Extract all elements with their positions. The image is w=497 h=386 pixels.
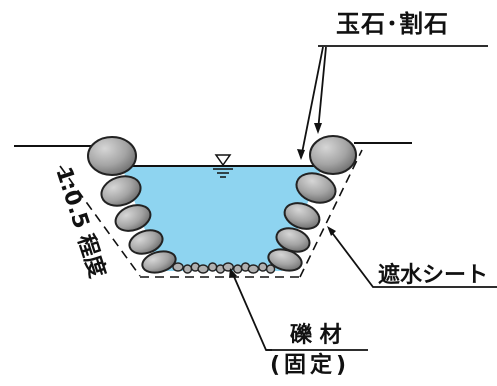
- stone-pile-left: [87, 136, 177, 274]
- arrowhead-sheet: [327, 226, 336, 236]
- label-gravel-line1: 礫 材: [290, 322, 342, 348]
- arrowhead-stones-a: [297, 149, 305, 160]
- leader-stones-b: [317, 46, 327, 132]
- gravel-pebble: [247, 264, 260, 274]
- gravel-pebble: [265, 264, 276, 274]
- gravel-pebble: [222, 262, 234, 272]
- gravel-pebble: [207, 262, 218, 272]
- leader-sheet: [329, 229, 497, 288]
- arrowhead-stones-b: [314, 123, 322, 134]
- leader-stones-a: [300, 46, 324, 159]
- leader-gravel: [231, 271, 272, 351]
- gravel-pebble: [232, 264, 243, 274]
- water-level-icon: [213, 154, 233, 178]
- gravel-bed: [172, 262, 276, 274]
- gravel-pebble: [258, 262, 268, 272]
- gravel-pebble: [172, 262, 184, 272]
- arrowhead-gravel: [229, 268, 237, 278]
- label-slope: 1:0.5 程度: [50, 164, 110, 282]
- excavation-outline: [59, 149, 363, 278]
- water-body: [122, 167, 322, 271]
- label-stones: 玉石･割石: [336, 10, 449, 38]
- gravel-pebble: [197, 264, 209, 274]
- label-sheet: 遮水シート: [378, 262, 488, 288]
- stone-pile-right: [267, 135, 357, 272]
- gravel-pebble: [182, 264, 193, 274]
- label-gravel-line2: (固定): [270, 352, 350, 378]
